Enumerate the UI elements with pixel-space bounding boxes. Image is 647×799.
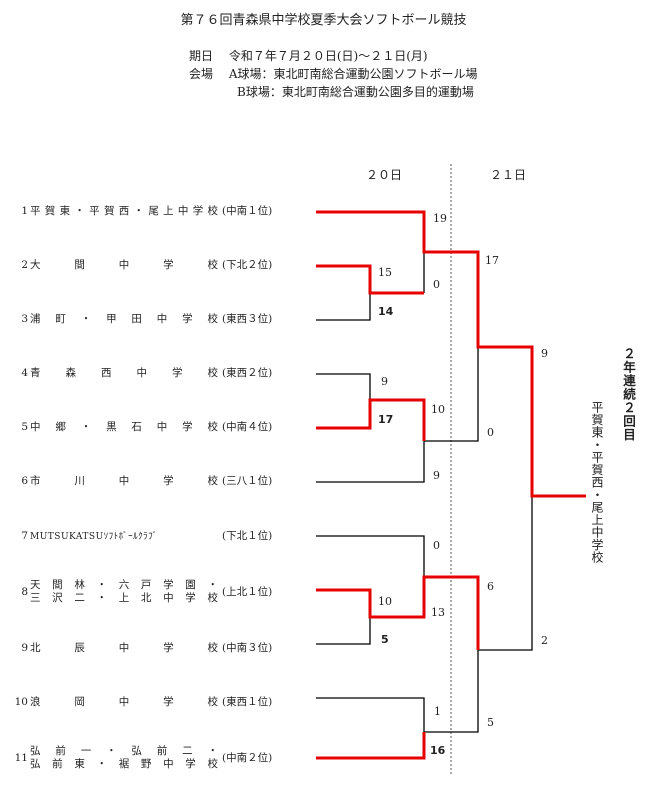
score-q1-top: 19	[433, 212, 447, 225]
day1-label: ２０日	[366, 168, 403, 182]
line-team3	[316, 293, 371, 321]
score-final-top: 9	[541, 347, 548, 360]
line-team9	[316, 617, 371, 645]
score-m4-bot: 16	[430, 744, 446, 757]
winner-path-2	[316, 264, 424, 295]
score-q2-top: 10	[431, 403, 445, 416]
line-team7	[316, 535, 425, 577]
score-s1-top: 17	[485, 254, 499, 267]
winner-path-11	[316, 732, 426, 760]
line-s1-bot	[424, 347, 479, 442]
score-m2-bot: 17	[378, 413, 394, 426]
score-q3-bot: 13	[431, 606, 445, 619]
score-m4-top: 1	[434, 705, 441, 718]
score-q1-bot: 0	[433, 278, 440, 291]
score-m3-top: 10	[378, 595, 392, 608]
score-final-bot: 2	[541, 634, 548, 647]
event-date: 期日 令和７年７月２０日(日)～２１日(月)	[189, 48, 428, 65]
score-s2-top: 6	[487, 580, 494, 593]
score-m1-bot: 14	[378, 305, 394, 318]
venue-label: 会場	[189, 67, 214, 81]
page-title: 第７６回青森県中学校夏季大会ソフトボール競技	[180, 13, 467, 28]
score-m1-top: 15	[378, 266, 392, 279]
score-q2-bot: 9	[433, 469, 440, 482]
line-team4	[316, 373, 371, 400]
date-label: 期日	[189, 49, 214, 63]
winner-path-5	[316, 398, 426, 441]
event-venue: 会場 A球場：東北町南総合運動公園ソフトボール場	[189, 66, 478, 83]
winner-path-1	[316, 210, 586, 498]
line-f-bot	[478, 496, 533, 651]
score-s2-bot: 5	[487, 716, 494, 729]
date-value: 令和７年７月２０日(日)～２１日(月)	[228, 49, 428, 63]
venue-a: A球場：東北町南総合運動公園ソフトボール場	[228, 67, 478, 81]
champion-caption: ２年連続２回目	[621, 347, 636, 442]
line-s2-bot	[424, 650, 479, 733]
venue-b: B球場：東北町南総合運動公園多目的運動場	[237, 85, 474, 99]
score-m3-bot: 5	[381, 633, 389, 646]
score-m2-top: 9	[381, 375, 388, 388]
line-team6	[316, 441, 425, 483]
score-s1-bot: 0	[487, 426, 494, 439]
champion-name: 平賀東・平賀西・尾上中学校	[590, 401, 604, 564]
day2-label: ２１日	[490, 168, 527, 182]
winner-path-8	[316, 575, 480, 650]
score-q3-top: 0	[433, 539, 440, 552]
line-team10	[316, 697, 425, 732]
